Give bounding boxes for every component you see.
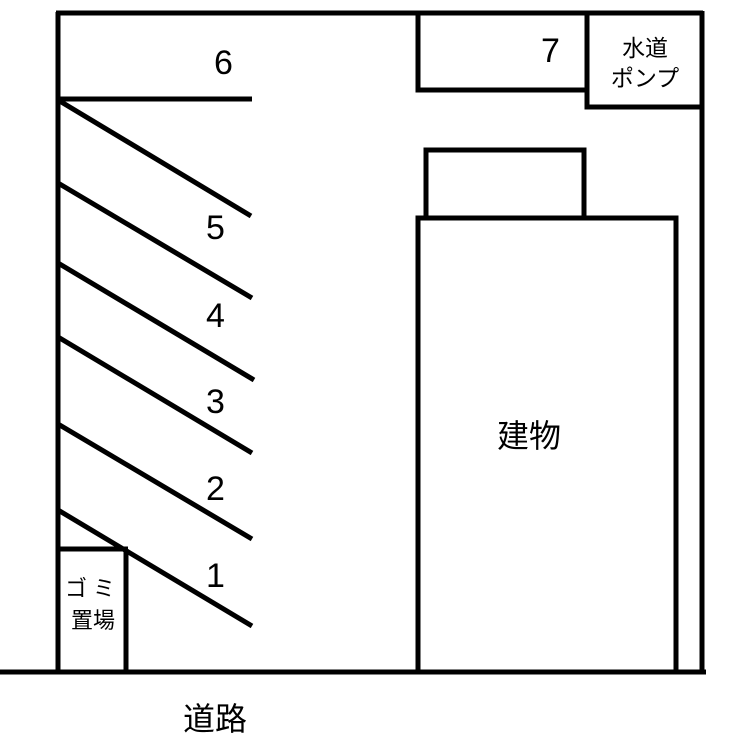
space-7-label: 7 [541, 32, 560, 70]
garbage-area-label-line1: ゴミ [64, 577, 121, 602]
water-pump-box [584, 90, 702, 110]
building-label: 建物 [497, 417, 562, 455]
space-2-1-divider [56, 421, 254, 542]
space-2-label: 2 [206, 470, 225, 508]
road-label: 道路 [183, 700, 248, 738]
garbage-area-label-line2: 置場 [70, 609, 115, 634]
space-3-2-divider [56, 334, 254, 456]
space-7-box [415, 13, 590, 93]
building-outline [415, 215, 679, 672]
garbage-area-label: ゴミ 置場 [62, 574, 124, 638]
water-pump-label-line2: ポンプ [610, 66, 680, 92]
water-pump-label: 水道 ポンプ [600, 34, 690, 94]
space-1-divider-bottom [56, 507, 254, 629]
space-6-label: 6 [214, 44, 233, 82]
space-5-divider-top [56, 97, 253, 219]
building-annex [423, 147, 587, 218]
space-5-4-divider [56, 180, 254, 301]
space-1-label: 1 [206, 557, 225, 595]
space-4-3-divider [56, 260, 256, 383]
space-5-label: 5 [206, 209, 225, 247]
water-pump-label-line1: 水道 [622, 36, 668, 62]
space-4-label: 4 [206, 297, 225, 335]
space-3-label: 3 [206, 383, 225, 421]
